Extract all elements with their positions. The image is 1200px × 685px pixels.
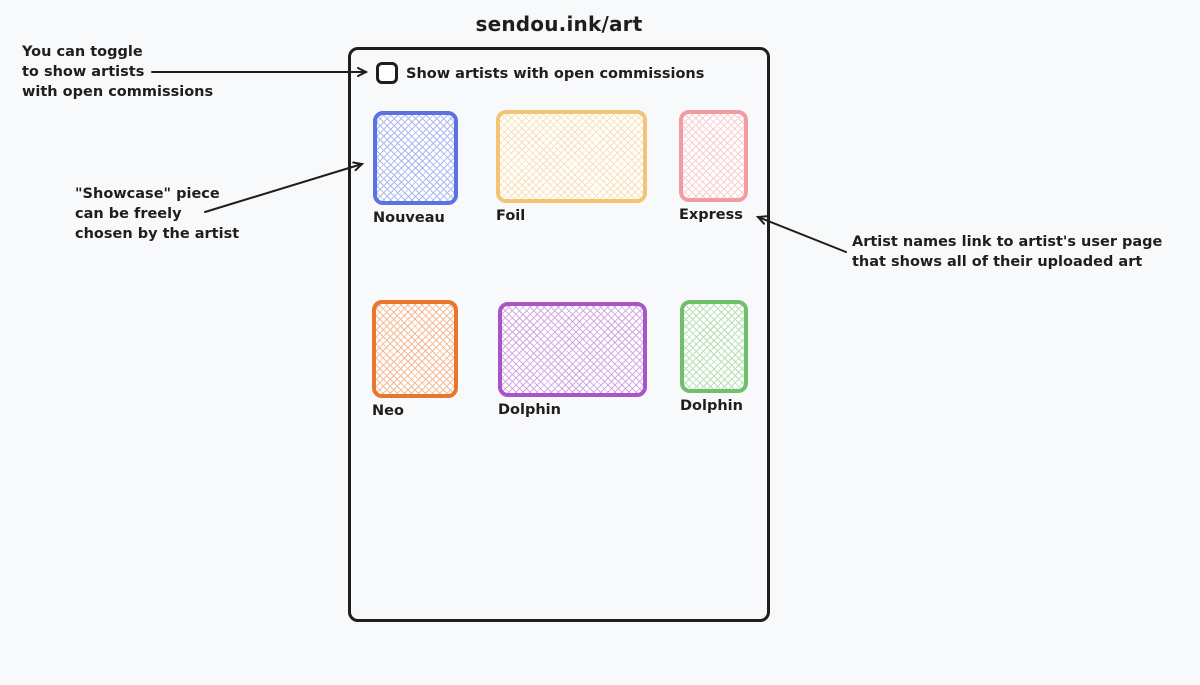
open-commissions-checkbox-label: Show artists with open commissions xyxy=(406,66,705,82)
annotation-line: that shows all of their uploaded art xyxy=(852,254,1143,270)
annotation-line: You can toggle xyxy=(22,44,143,60)
arrow-to-artist-name xyxy=(755,215,847,253)
artist-name-link[interactable]: Dolphin xyxy=(498,402,561,418)
art-card[interactable]: Express xyxy=(679,110,748,223)
annotation-line: to show artists xyxy=(22,64,145,80)
annotation-line: Artist names link to artist's user page xyxy=(852,234,1163,250)
annotation-toggle-note: You can toggle to show artists with open… xyxy=(22,42,213,102)
art-swatch-pink[interactable] xyxy=(679,110,748,202)
annotation-showcase-note: "Showcase" piece can be freely chosen by… xyxy=(75,184,239,244)
artist-name-link[interactable]: Express xyxy=(679,207,743,223)
artist-name-link[interactable]: Neo xyxy=(372,403,404,419)
annotation-line: with open commissions xyxy=(22,84,214,100)
art-swatch-purple[interactable] xyxy=(498,302,647,397)
page-title: sendou.ink/art xyxy=(475,12,643,36)
art-swatch-yellow[interactable] xyxy=(496,110,647,203)
annotation-line: can be freely xyxy=(75,206,182,222)
art-card[interactable]: Dolphin xyxy=(498,302,647,418)
annotation-artist-link-note: Artist names link to artist's user page … xyxy=(852,232,1162,272)
annotation-line: chosen by the artist xyxy=(75,226,240,242)
artist-name-link[interactable]: Nouveau xyxy=(373,210,445,226)
annotation-line: "Showcase" piece xyxy=(75,186,220,202)
art-card[interactable]: Nouveau xyxy=(373,111,458,226)
art-swatch-orange[interactable] xyxy=(372,300,458,398)
art-card[interactable]: Foil xyxy=(496,110,647,224)
art-swatch-green[interactable] xyxy=(680,300,748,393)
artist-name-link[interactable]: Dolphin xyxy=(680,398,743,414)
art-card[interactable]: Dolphin xyxy=(680,300,748,414)
art-swatch-blue[interactable] xyxy=(373,111,458,205)
open-commissions-checkbox[interactable] xyxy=(376,62,398,84)
art-card[interactable]: Neo xyxy=(372,300,458,419)
artist-name-link[interactable]: Foil xyxy=(496,208,526,224)
